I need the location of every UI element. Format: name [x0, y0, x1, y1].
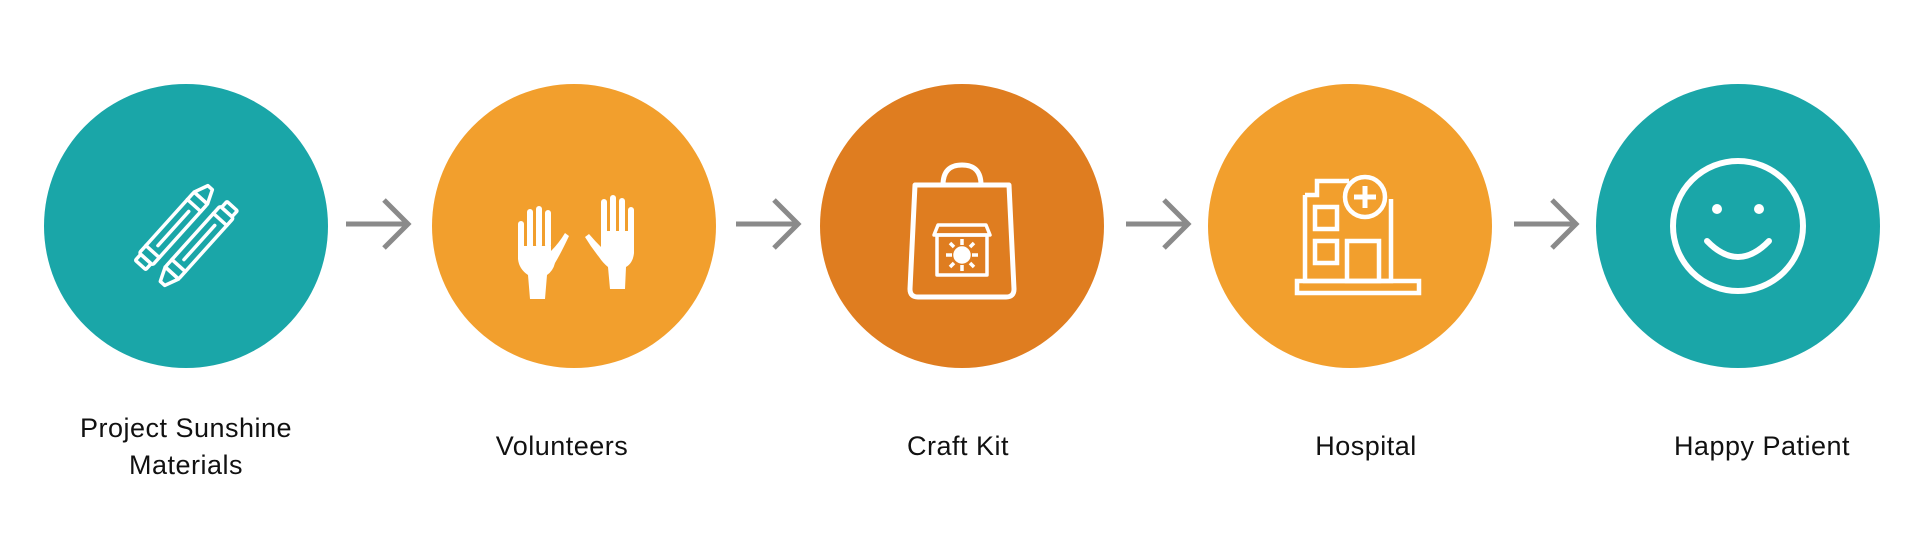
- smiley-face-icon: [1670, 158, 1806, 294]
- craft-kit-label: Craft Kit: [778, 428, 1138, 465]
- materials-label-line-2: Materials: [128, 450, 244, 480]
- craft-kit-label-text: Craft Kit: [906, 431, 1010, 461]
- hospital-icon: [1294, 174, 1422, 296]
- happy-patient-label-text: Happy Patient: [1673, 431, 1851, 461]
- step-happy-patient: Happy Patient: [1552, 0, 1920, 557]
- step-hospital: Hospital: [1164, 0, 1564, 557]
- craft-kit-circle: [820, 84, 1104, 368]
- shopping-bag-icon: [907, 162, 1017, 300]
- raised-hands-icon: [518, 195, 634, 299]
- volunteers-label-text: Volunteers: [495, 431, 629, 461]
- step-craft-kit: Craft Kit: [776, 0, 1176, 557]
- hospital-label: Hospital: [1186, 428, 1546, 465]
- arrow-3-icon: [1126, 198, 1192, 250]
- arrow-1-icon: [346, 198, 412, 250]
- hospital-label-text: Hospital: [1315, 431, 1417, 461]
- arrow-4-icon: [1514, 198, 1580, 250]
- happy-patient-circle: [1596, 84, 1880, 368]
- volunteers-circle: [432, 84, 716, 368]
- step-materials: Project Sunshine Materials: [0, 0, 400, 557]
- volunteers-label: Volunteers: [382, 428, 742, 465]
- hospital-circle: [1208, 84, 1492, 368]
- materials-circle: [44, 84, 328, 368]
- happy-patient-label: Happy Patient: [1582, 428, 1920, 465]
- materials-label: Project Sunshine Materials: [6, 410, 366, 484]
- materials-label-line-1: Project Sunshine: [79, 413, 293, 443]
- arrow-2-icon: [736, 198, 802, 250]
- step-volunteers: Volunteers: [388, 0, 788, 557]
- crayons-icon: [134, 183, 239, 288]
